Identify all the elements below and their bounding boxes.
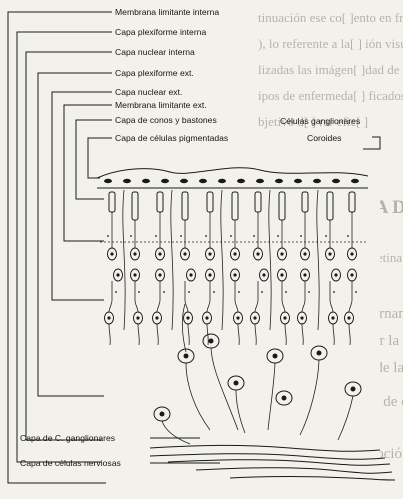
pigment-granule: [218, 179, 226, 183]
pigment-granule: [294, 179, 302, 183]
nucleus-dot: [283, 316, 286, 319]
nucleus-dot: [158, 273, 161, 276]
nucleus-dot: [350, 252, 353, 255]
label-capa-celulas-pigmentadas: Capa de células pigmentadas: [115, 133, 228, 143]
label-capa-nuclear-ext: Capa nuclear ext.: [115, 87, 182, 97]
synapse-dot: [253, 235, 255, 237]
pigment-granule: [161, 179, 169, 183]
label-capa-plexiforme-interna: Capa plexiforme interna: [115, 27, 206, 37]
nucleus-dot: [133, 273, 136, 276]
nucleus-dot: [328, 252, 331, 255]
nucleus-dot: [158, 252, 161, 255]
pigment-granule: [123, 179, 131, 183]
synapse-dot: [115, 291, 117, 293]
label-membrana-limitante-interna: Membrana limitante interna: [115, 7, 219, 17]
pigment-granule: [180, 179, 188, 183]
pigment-granule: [104, 179, 112, 183]
synapse-dot: [333, 291, 335, 293]
synapse-dot: [155, 235, 157, 237]
nucleus-dot: [303, 273, 306, 276]
bg-line-2: ), lo referente a la[ ] ión visual: [258, 36, 403, 51]
pigment-granule: [351, 179, 359, 183]
synapse-dot: [213, 291, 215, 293]
synapse-dot: [180, 235, 182, 237]
label-celulas-ganglionares: Células ganglionares: [280, 116, 360, 126]
nucleus-dot: [331, 316, 334, 319]
synapse-dot: [188, 291, 190, 293]
nucleus-dot: [253, 316, 256, 319]
nucleus-dot: [107, 316, 110, 319]
nucleus-dot: [133, 252, 136, 255]
pigment-granule: [332, 179, 340, 183]
label-capa-c-ganglionares: Capa de C. ganglionares: [20, 433, 115, 443]
nucleus-dot: [136, 316, 139, 319]
nucleus-dot: [208, 252, 211, 255]
synapse-dot: [138, 291, 140, 293]
synapse-dot: [130, 235, 132, 237]
label-membrana-limitante-ext: Membrana limitante ext.: [115, 100, 207, 110]
label-capa-nuclear-interna: Capa nuclear interna: [115, 47, 195, 57]
nucleus-dot: [256, 252, 259, 255]
synapse-dot: [355, 291, 357, 293]
bg-line-3: lizadas las imágen[ ]dad de la co: [258, 62, 403, 77]
pigment-granule: [275, 179, 283, 183]
synapse-dot: [300, 235, 302, 237]
nucleus-dot: [280, 252, 283, 255]
nucleus-dot: [155, 316, 158, 319]
nucleus-dot: [350, 273, 353, 276]
synapse-dot: [261, 291, 263, 293]
synapse-dot: [308, 291, 310, 293]
label-capa-celulas-nerviosas: Capa de células nerviosas: [20, 458, 121, 468]
synapse-dot: [230, 235, 232, 237]
label-capa-conos-bastones: Capa de conos y bastones: [115, 115, 217, 125]
nucleus-dot: [300, 316, 303, 319]
synapse-dot: [107, 235, 109, 237]
pigment-granule: [237, 179, 245, 183]
nucleus-dot: [233, 273, 236, 276]
synapse-dot: [285, 291, 287, 293]
nucleus-dot: [110, 252, 113, 255]
synapse-dot: [347, 235, 349, 237]
synapse-dot: [238, 291, 240, 293]
nucleus-dot: [205, 316, 208, 319]
nucleus-dot: [208, 273, 211, 276]
synapse-dot: [163, 291, 165, 293]
nucleus-dot: [334, 273, 337, 276]
bg-line-1: tinuación ese co[ ]ento en frote: [258, 10, 403, 25]
pigment-granule: [256, 179, 264, 183]
synapse-dot: [325, 235, 327, 237]
bg-line-4: ipos de enfermeda[ ] ficados: [258, 88, 403, 103]
nucleus-dot: [116, 273, 119, 276]
nucleus-dot: [186, 316, 189, 319]
label-coroides: Coroides: [307, 133, 341, 143]
nucleus-dot: [280, 273, 283, 276]
nucleus-dot: [183, 252, 186, 255]
nucleus-dot: [189, 273, 192, 276]
nucleus-dot: [347, 316, 350, 319]
nucleus-dot: [262, 273, 265, 276]
synapse-dot: [277, 235, 279, 237]
pigment-granule: [142, 179, 150, 183]
figure-paper-lower: [90, 160, 380, 490]
pigment-granule: [199, 179, 207, 183]
nucleus-dot: [303, 252, 306, 255]
pigment-granule: [313, 179, 321, 183]
nucleus-dot: [236, 316, 239, 319]
nucleus-dot: [233, 252, 236, 255]
synapse-dot: [205, 235, 207, 237]
label-capa-plexiforme-ext: Capa plexiforme ext.: [115, 68, 194, 78]
